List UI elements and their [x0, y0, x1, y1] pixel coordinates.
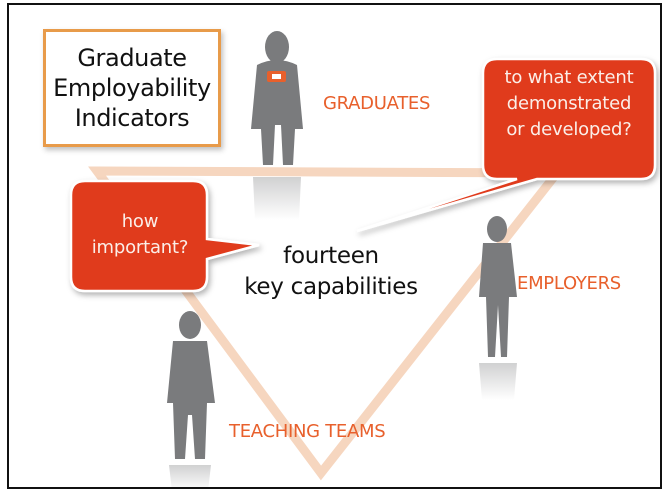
bubble-right-line-2: demonstrated	[506, 93, 632, 114]
title-line-1: Graduate	[77, 44, 187, 72]
speech-bubble-right	[356, 57, 657, 233]
employer-silhouette-icon	[479, 216, 517, 400]
bubble-right-line-3: or developed?	[506, 119, 632, 140]
bubble-right-text: to what extent demonstrated or developed…	[485, 65, 653, 143]
center-line-2: key capabilities	[244, 274, 418, 300]
speech-bubble-left	[69, 179, 260, 293]
graduate-silhouette-icon	[251, 31, 303, 220]
center-capabilities-text: fourteen key capabilities	[231, 241, 431, 303]
relationship-triangle	[88, 166, 567, 481]
bubble-left-text: how important?	[73, 209, 207, 261]
title-line-3: Indicators	[74, 104, 190, 132]
center-line-1: fourteen	[283, 243, 379, 269]
graduates-label: GRADUATES	[323, 93, 431, 114]
teacher-silhouette-icon	[167, 311, 215, 487]
diagram-graphics	[69, 31, 657, 487]
title-line-2: Employability	[53, 74, 211, 102]
slide-canvas: Graduate Employability Indicators GRADUA…	[7, 3, 662, 489]
bubble-left-line-1: how	[121, 211, 159, 232]
bubble-right-line-1: to what extent	[504, 67, 634, 88]
employers-label: EMPLOYERS	[517, 273, 621, 294]
bubble-left-line-2: important?	[91, 237, 189, 258]
title-box: Graduate Employability Indicators	[43, 29, 221, 147]
teaching-teams-label: TEACHING TEAMS	[229, 421, 386, 442]
